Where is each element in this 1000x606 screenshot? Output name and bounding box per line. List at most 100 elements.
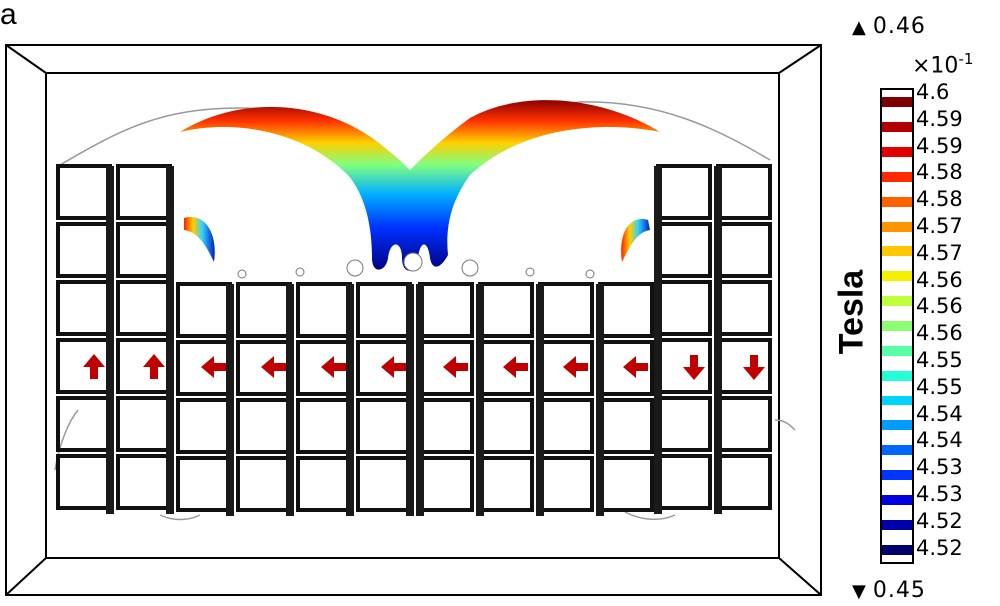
magnet-cell (356, 456, 412, 512)
magnetization-arrow-left (443, 356, 468, 378)
magnet-cell (656, 338, 712, 394)
magnet-column-edge (226, 284, 234, 516)
colorbar-band (882, 363, 912, 388)
colorbar-band (882, 165, 912, 190)
magnetization-arrow-left (381, 356, 406, 378)
magnet-cell (716, 396, 772, 452)
colorbar-band (882, 189, 912, 214)
magnet-cell (716, 222, 772, 278)
magnetization-arrow-left (563, 356, 588, 378)
magnet-cell (236, 282, 292, 338)
colorbar-band (882, 115, 912, 140)
magnet-cell (116, 396, 172, 452)
magnetization-arrow-down (743, 355, 765, 380)
magnet-cell (56, 280, 112, 336)
colorbar-tick-label: 4.54 (916, 428, 963, 453)
magnet-cell (656, 396, 712, 452)
magnetization-arrow-up (143, 354, 165, 379)
magnet-cell (478, 282, 534, 338)
magnet-column-edge (166, 166, 174, 514)
colorbar-min: ▼0.45 (852, 578, 926, 603)
magnet-blocks (56, 164, 772, 516)
colorbar-tick-label: 4.53 (916, 482, 963, 506)
magnet-column-edge (286, 284, 294, 516)
magnet-column-edge (416, 284, 424, 516)
magnet-column-edge (406, 284, 414, 516)
magnetization-arrow-left (261, 356, 286, 378)
magnetization-arrow-left (201, 356, 226, 378)
magnet-cell (598, 282, 654, 338)
magnet-cell (538, 456, 594, 512)
colorbar-band (882, 388, 912, 413)
magnet-cell (538, 282, 594, 338)
magnetization-arrow-down (683, 355, 705, 380)
colorbar-tick-label: 4.57 (916, 214, 963, 238)
magnetization-arrow-up (83, 354, 105, 379)
colorbar-tick-label: 4.58 (916, 187, 963, 212)
magnetization-arrow-left (503, 356, 528, 378)
magnet-cell (478, 456, 534, 512)
magnet-cell (656, 222, 712, 278)
simulation-scene (5, 44, 822, 596)
magnet-cell (176, 456, 232, 512)
colorbar-tick-label: 4.58 (916, 160, 963, 185)
colorbar-band (882, 438, 912, 463)
magnet-cell (296, 282, 352, 338)
magnetization-arrow-left (623, 356, 648, 378)
magnet-column-edge (106, 166, 114, 514)
colorbar-band (882, 338, 912, 363)
colorbar-tick-label: 4.55 (916, 348, 963, 372)
colorbar-tick-label: 4.56 (916, 321, 963, 346)
magnet-cell (656, 164, 712, 220)
magnet-cell (478, 398, 534, 454)
magnet-cell (716, 338, 772, 394)
magnet-cell (176, 282, 232, 338)
magnet-cell (716, 454, 772, 510)
colorbar-tick-label: 4.6 (916, 80, 950, 104)
colorbar-tick-label: 4.56 (916, 294, 963, 319)
magnet-column-edge (714, 166, 722, 514)
panel-label: a (0, 0, 17, 31)
magnet-cell (598, 456, 654, 512)
magnet-column-edge (536, 284, 544, 516)
magnet-cell (418, 456, 474, 512)
magnet-cell (538, 398, 594, 454)
colorbar-band (882, 314, 912, 339)
magnet-cell (116, 454, 172, 510)
magnet-cell (296, 456, 352, 512)
colorbar-band (882, 289, 912, 314)
magnetization-arrows (83, 354, 765, 380)
magnet-cell (356, 398, 412, 454)
magnet-cell (56, 164, 112, 220)
magnet-cell (296, 398, 352, 454)
colorbar-tick-label: 4.57 (916, 240, 963, 265)
magnet-cell (716, 280, 772, 336)
colorbar-tick-label: 4.59 (916, 106, 963, 131)
magnet-column-edge (476, 284, 484, 516)
magnet-cell (656, 280, 712, 336)
magnet-cell (598, 398, 654, 454)
magnet-cell (418, 398, 474, 454)
colorbar-band (882, 239, 912, 264)
magnet-column-edge (654, 166, 662, 514)
colorbar-tick-label: 4.52 (916, 535, 963, 560)
magnet-cell (656, 454, 712, 510)
magnetization-arrow-left (321, 356, 346, 378)
magnet-cell (418, 282, 474, 338)
magnet-cell (716, 164, 772, 220)
magnet-column-edge (346, 284, 354, 516)
magnet-cell (356, 282, 412, 338)
magnet-cell (116, 164, 172, 220)
magnet-cell (56, 454, 112, 510)
colorbar-tick-label: 4.59 (916, 133, 963, 158)
colorbar-band (882, 487, 912, 512)
magnet-cell (56, 222, 112, 278)
colorbar-band (882, 140, 912, 165)
colorbar-band (882, 214, 912, 239)
magnet-cell (236, 398, 292, 454)
colorbar-band (882, 413, 912, 438)
colorbar-band (882, 264, 912, 289)
magnet-cell (176, 398, 232, 454)
colorbar-band (882, 90, 912, 115)
colorbar-tick-label: 4.56 (916, 267, 963, 292)
